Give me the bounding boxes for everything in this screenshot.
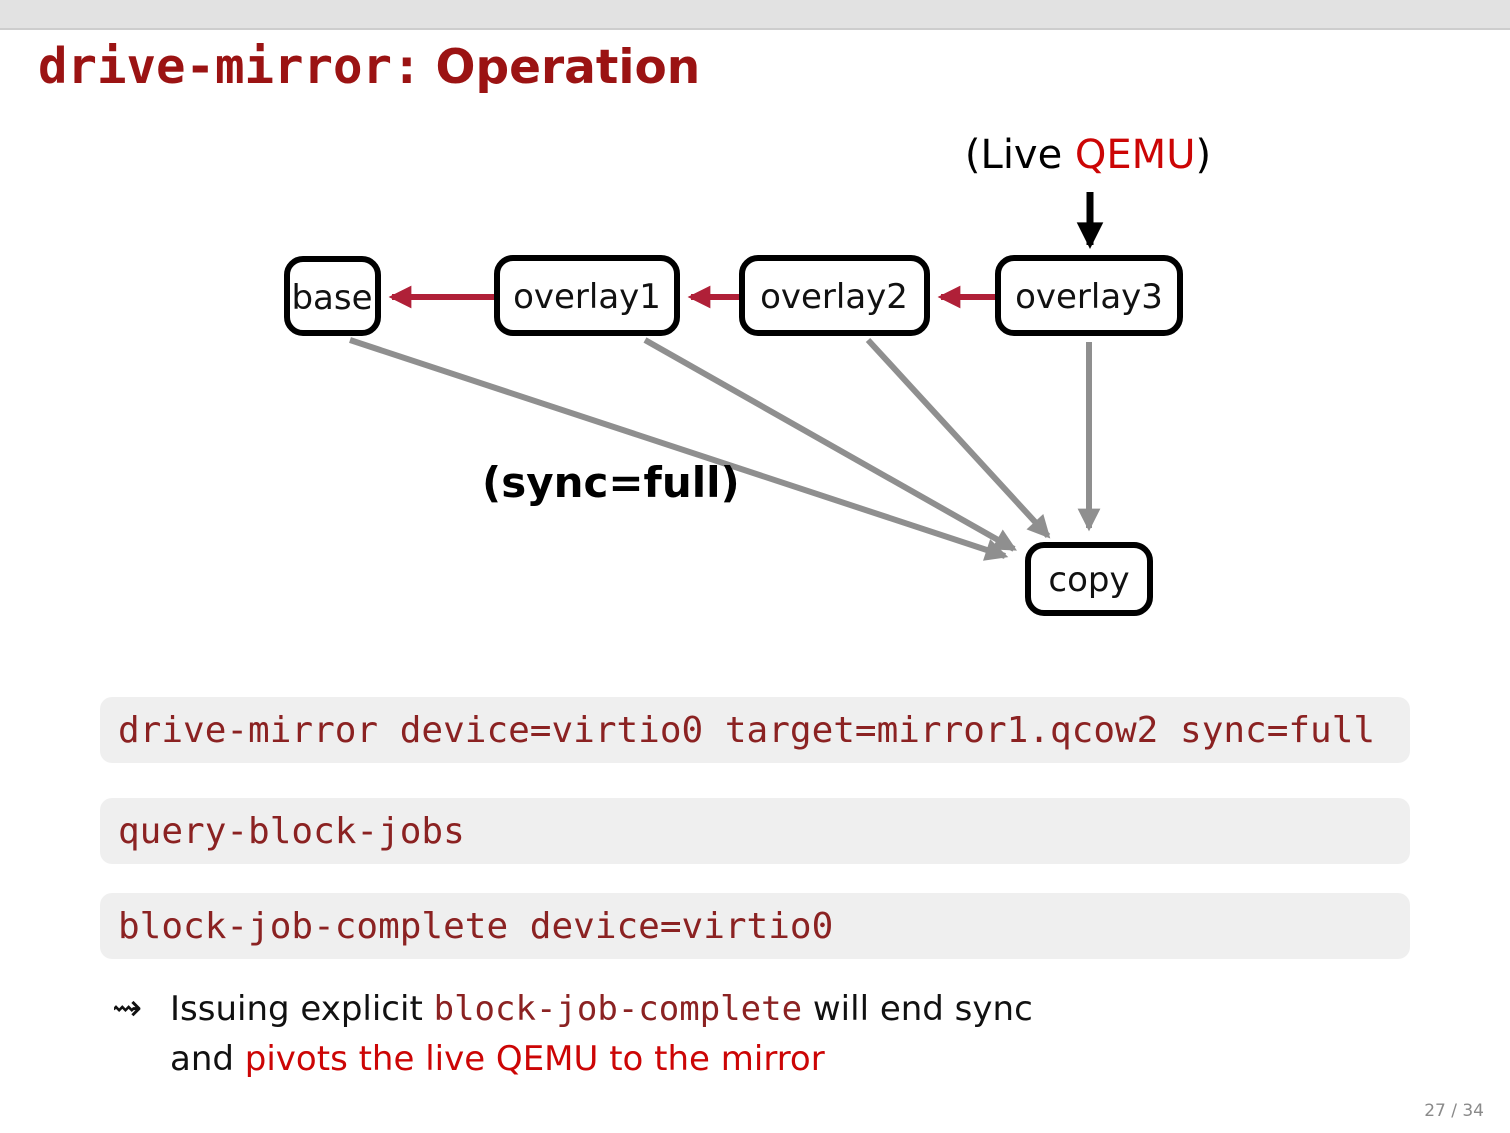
code-text: query-block-jobs xyxy=(118,810,465,852)
note-text-and: and xyxy=(170,1039,245,1079)
node-overlay2: overlay2 xyxy=(739,255,930,336)
code-text: block-job-complete device=virtio0 xyxy=(118,905,834,947)
live-qemu-label: (Live QEMU) xyxy=(965,132,1211,178)
note-text-pre: Issuing explicit xyxy=(170,989,434,1029)
node-overlay1-label: overlay1 xyxy=(513,277,661,317)
node-base-label: base xyxy=(291,278,372,318)
note-accent-text: pivots the live QEMU to the mirror xyxy=(244,1039,825,1079)
note-inline-code: block-job-complete xyxy=(433,989,803,1029)
note-line-2: and pivots the live QEMU to the mirror xyxy=(170,1034,1212,1084)
note-paragraph: ⇝ Issuing explicit block-job-complete wil… xyxy=(112,984,1212,1084)
title-word-part: Operation xyxy=(435,40,701,95)
code-block-query-block-jobs: query-block-jobs xyxy=(100,798,1410,864)
node-copy-box xyxy=(1025,542,1153,616)
page-title: drive-mirror:Operation xyxy=(38,38,700,95)
sync-full-label: (sync=full) xyxy=(482,458,740,507)
code-block-block-job-complete: block-job-complete device=virtio0 xyxy=(100,893,1410,959)
backing-chain-diagram: (Live QEMU) base overlay1 overlay2 overl… xyxy=(284,132,1211,616)
node-overlay3-box xyxy=(995,255,1183,336)
node-overlay1: overlay1 xyxy=(494,255,680,336)
squiggly-arrow-icon: ⇝ xyxy=(112,988,143,1029)
mirror-arrow-overlay1-to-copy xyxy=(643,337,1017,552)
note-text-post: will end sync xyxy=(802,989,1033,1029)
node-overlay3: overlay3 xyxy=(995,255,1183,336)
note-line-1: ⇝ Issuing explicit block-job-complete wil… xyxy=(112,984,1212,1034)
live-qemu-accent: QEMU xyxy=(1075,132,1196,178)
page-number: 27 / 34 xyxy=(1424,1101,1484,1121)
live-qemu-open: (Live xyxy=(965,132,1075,178)
node-base: base xyxy=(284,256,381,336)
node-base-box xyxy=(284,256,381,336)
header-band xyxy=(0,0,1510,30)
mirror-arrow-base-to-copy xyxy=(349,337,1009,561)
node-copy: copy xyxy=(1025,542,1153,616)
node-overlay3-label: overlay3 xyxy=(1015,277,1163,317)
code-text: drive-mirror device=virtio0 target=mirro… xyxy=(118,709,1376,751)
node-copy-label: copy xyxy=(1048,560,1129,600)
title-command-part: drive-mirror: xyxy=(38,38,422,95)
live-qemu-close: ) xyxy=(1195,132,1211,178)
node-overlay1-box xyxy=(494,255,680,336)
code-block-drive-mirror: drive-mirror device=virtio0 target=mirro… xyxy=(100,697,1410,763)
node-overlay2-box xyxy=(739,255,930,336)
node-overlay2-label: overlay2 xyxy=(760,277,908,317)
mirror-arrow-overlay2-to-copy xyxy=(865,337,1051,539)
